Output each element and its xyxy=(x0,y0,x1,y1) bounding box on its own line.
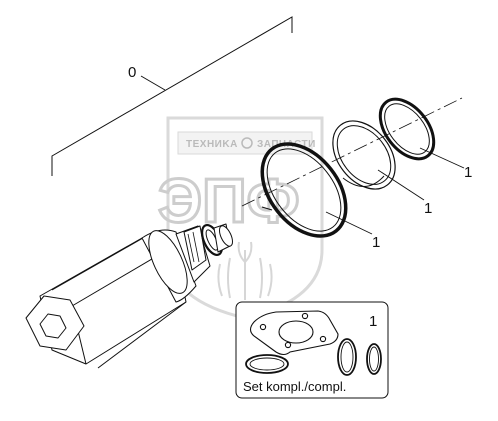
callout-kit: 1 xyxy=(369,313,377,330)
flange-gasket-icon xyxy=(249,310,339,356)
watermark-banner xyxy=(177,131,313,155)
assembly-bracket xyxy=(51,16,293,176)
callout-assembly: 0 xyxy=(128,64,136,81)
seal-ring-top xyxy=(378,97,436,161)
kit-box: 1 Set kompl./compl. xyxy=(235,301,389,399)
callout-ring-top: 1 xyxy=(464,164,472,181)
callout-ring-mid: 1 xyxy=(424,200,432,217)
leader-lines xyxy=(325,147,465,235)
hex-plug-valve xyxy=(25,223,233,369)
kit-box-label: Set kompl./compl. xyxy=(243,379,346,394)
hex-socket-icon xyxy=(39,313,67,339)
o-ring-flat-icon xyxy=(245,354,289,374)
watermark-gear-icon xyxy=(241,137,253,149)
spool xyxy=(183,225,207,271)
seal-ring-middle xyxy=(332,120,396,190)
watermark-banner-left: TEXHИKA xyxy=(186,139,238,150)
o-ring-upright-b-icon xyxy=(366,343,382,375)
seal-ring-large xyxy=(260,142,348,238)
watermark-big-letters: ЭПФ xyxy=(158,167,300,236)
watermark-wheat-icon xyxy=(217,241,273,300)
o-ring-upright-a-icon xyxy=(337,338,357,376)
callout-ring-large: 1 xyxy=(372,234,380,251)
